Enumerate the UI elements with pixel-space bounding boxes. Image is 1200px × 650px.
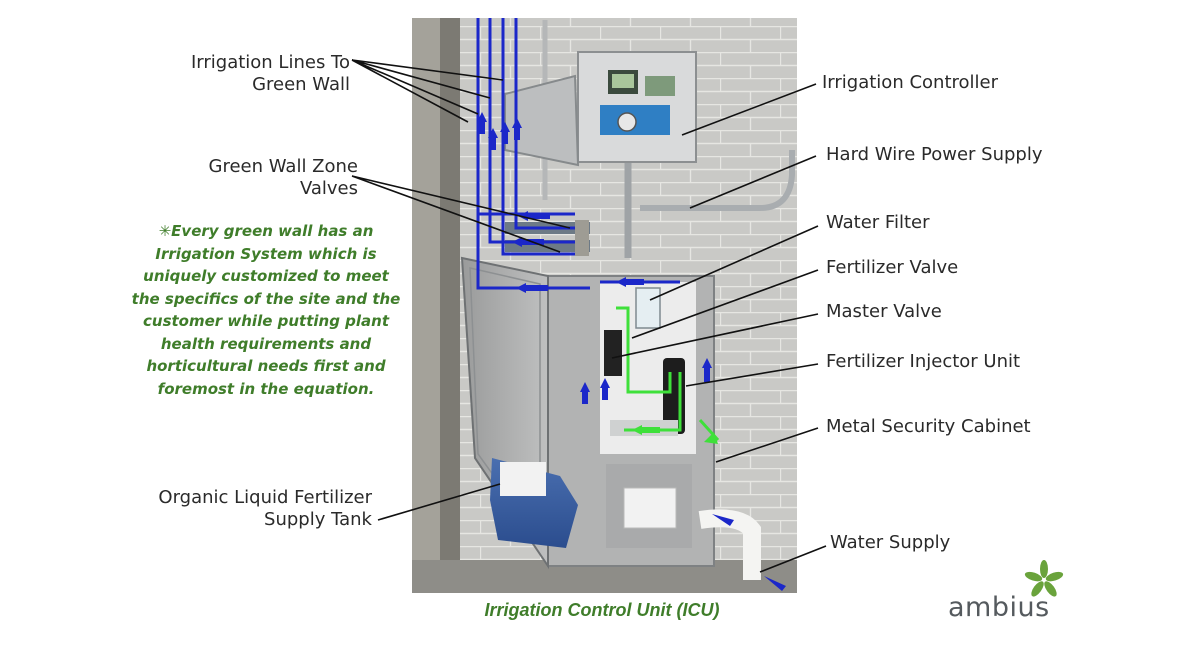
flow-arrow-up-1 [477,112,487,134]
flow-arrow-up-4 [512,118,522,140]
flow-arrow-up-6 [600,378,610,400]
ambius-leaf-logo-icon [1024,560,1064,597]
label-fertilizer-tank-line1: Organic Liquid Fertilizer [158,487,372,508]
flow-arrow-up-3 [500,122,510,144]
fertilizer-flow-arrows [632,425,718,444]
label-master-valve: Master Valve [826,301,942,322]
label-zone-valves-line1: Green Wall Zone [208,156,358,177]
label-irrigation-lines: Irrigation Lines To Green Wall [191,52,350,96]
label-security-cabinet: Metal Security Cabinet [826,416,1031,437]
label-irrigation-lines-line2: Green Wall [252,74,350,95]
label-zone-valves: Green Wall Zone Valves [209,156,358,200]
flow-arrow-in-2 [764,576,786,591]
flow-arrow-up-7 [702,358,712,382]
flow-arrow-in-1 [712,514,734,526]
note-text: Every green wall has an Irrigation Syste… [131,222,401,398]
customization-note: ✳Every green wall has an Irrigation Syst… [128,220,404,400]
icu-photo [412,18,797,593]
fert-arrow-1 [632,425,660,435]
label-injector-unit: Fertilizer Injector Unit [826,351,1021,372]
label-irrigation-controller: Irrigation Controller [822,72,998,93]
flow-arrow-left-4 [616,277,644,287]
flow-arrow-left-1 [518,211,550,221]
label-power-supply: Hard Wire Power Supply [826,144,1043,165]
water-flow-lines [476,18,680,290]
label-water-supply: Water Supply [830,532,951,553]
flow-arrow-up-5 [580,382,590,404]
asterisk-icon: ✳ [158,222,172,240]
brand-name: ambius [948,592,1050,623]
flow-arrow-left-3 [516,283,548,293]
label-fertilizer-valve: Fertilizer Valve [826,257,959,278]
label-water-filter: Water Filter [826,212,930,233]
label-fertilizer-tank: Organic Liquid Fertilizer Supply Tank [158,487,372,531]
label-fertilizer-tank-line2: Supply Tank [264,509,372,530]
leader-lines [351,59,827,573]
fert-arrow-2 [704,432,718,444]
figure-caption: Irrigation Control Unit (ICU) [484,600,720,620]
label-irrigation-lines-line1: Irrigation Lines To [190,52,350,73]
water-flow-arrows [477,112,786,591]
flow-arrow-left-2 [512,237,544,247]
flow-arrow-up-2 [488,128,498,150]
label-zone-valves-line2: Valves [299,178,358,199]
